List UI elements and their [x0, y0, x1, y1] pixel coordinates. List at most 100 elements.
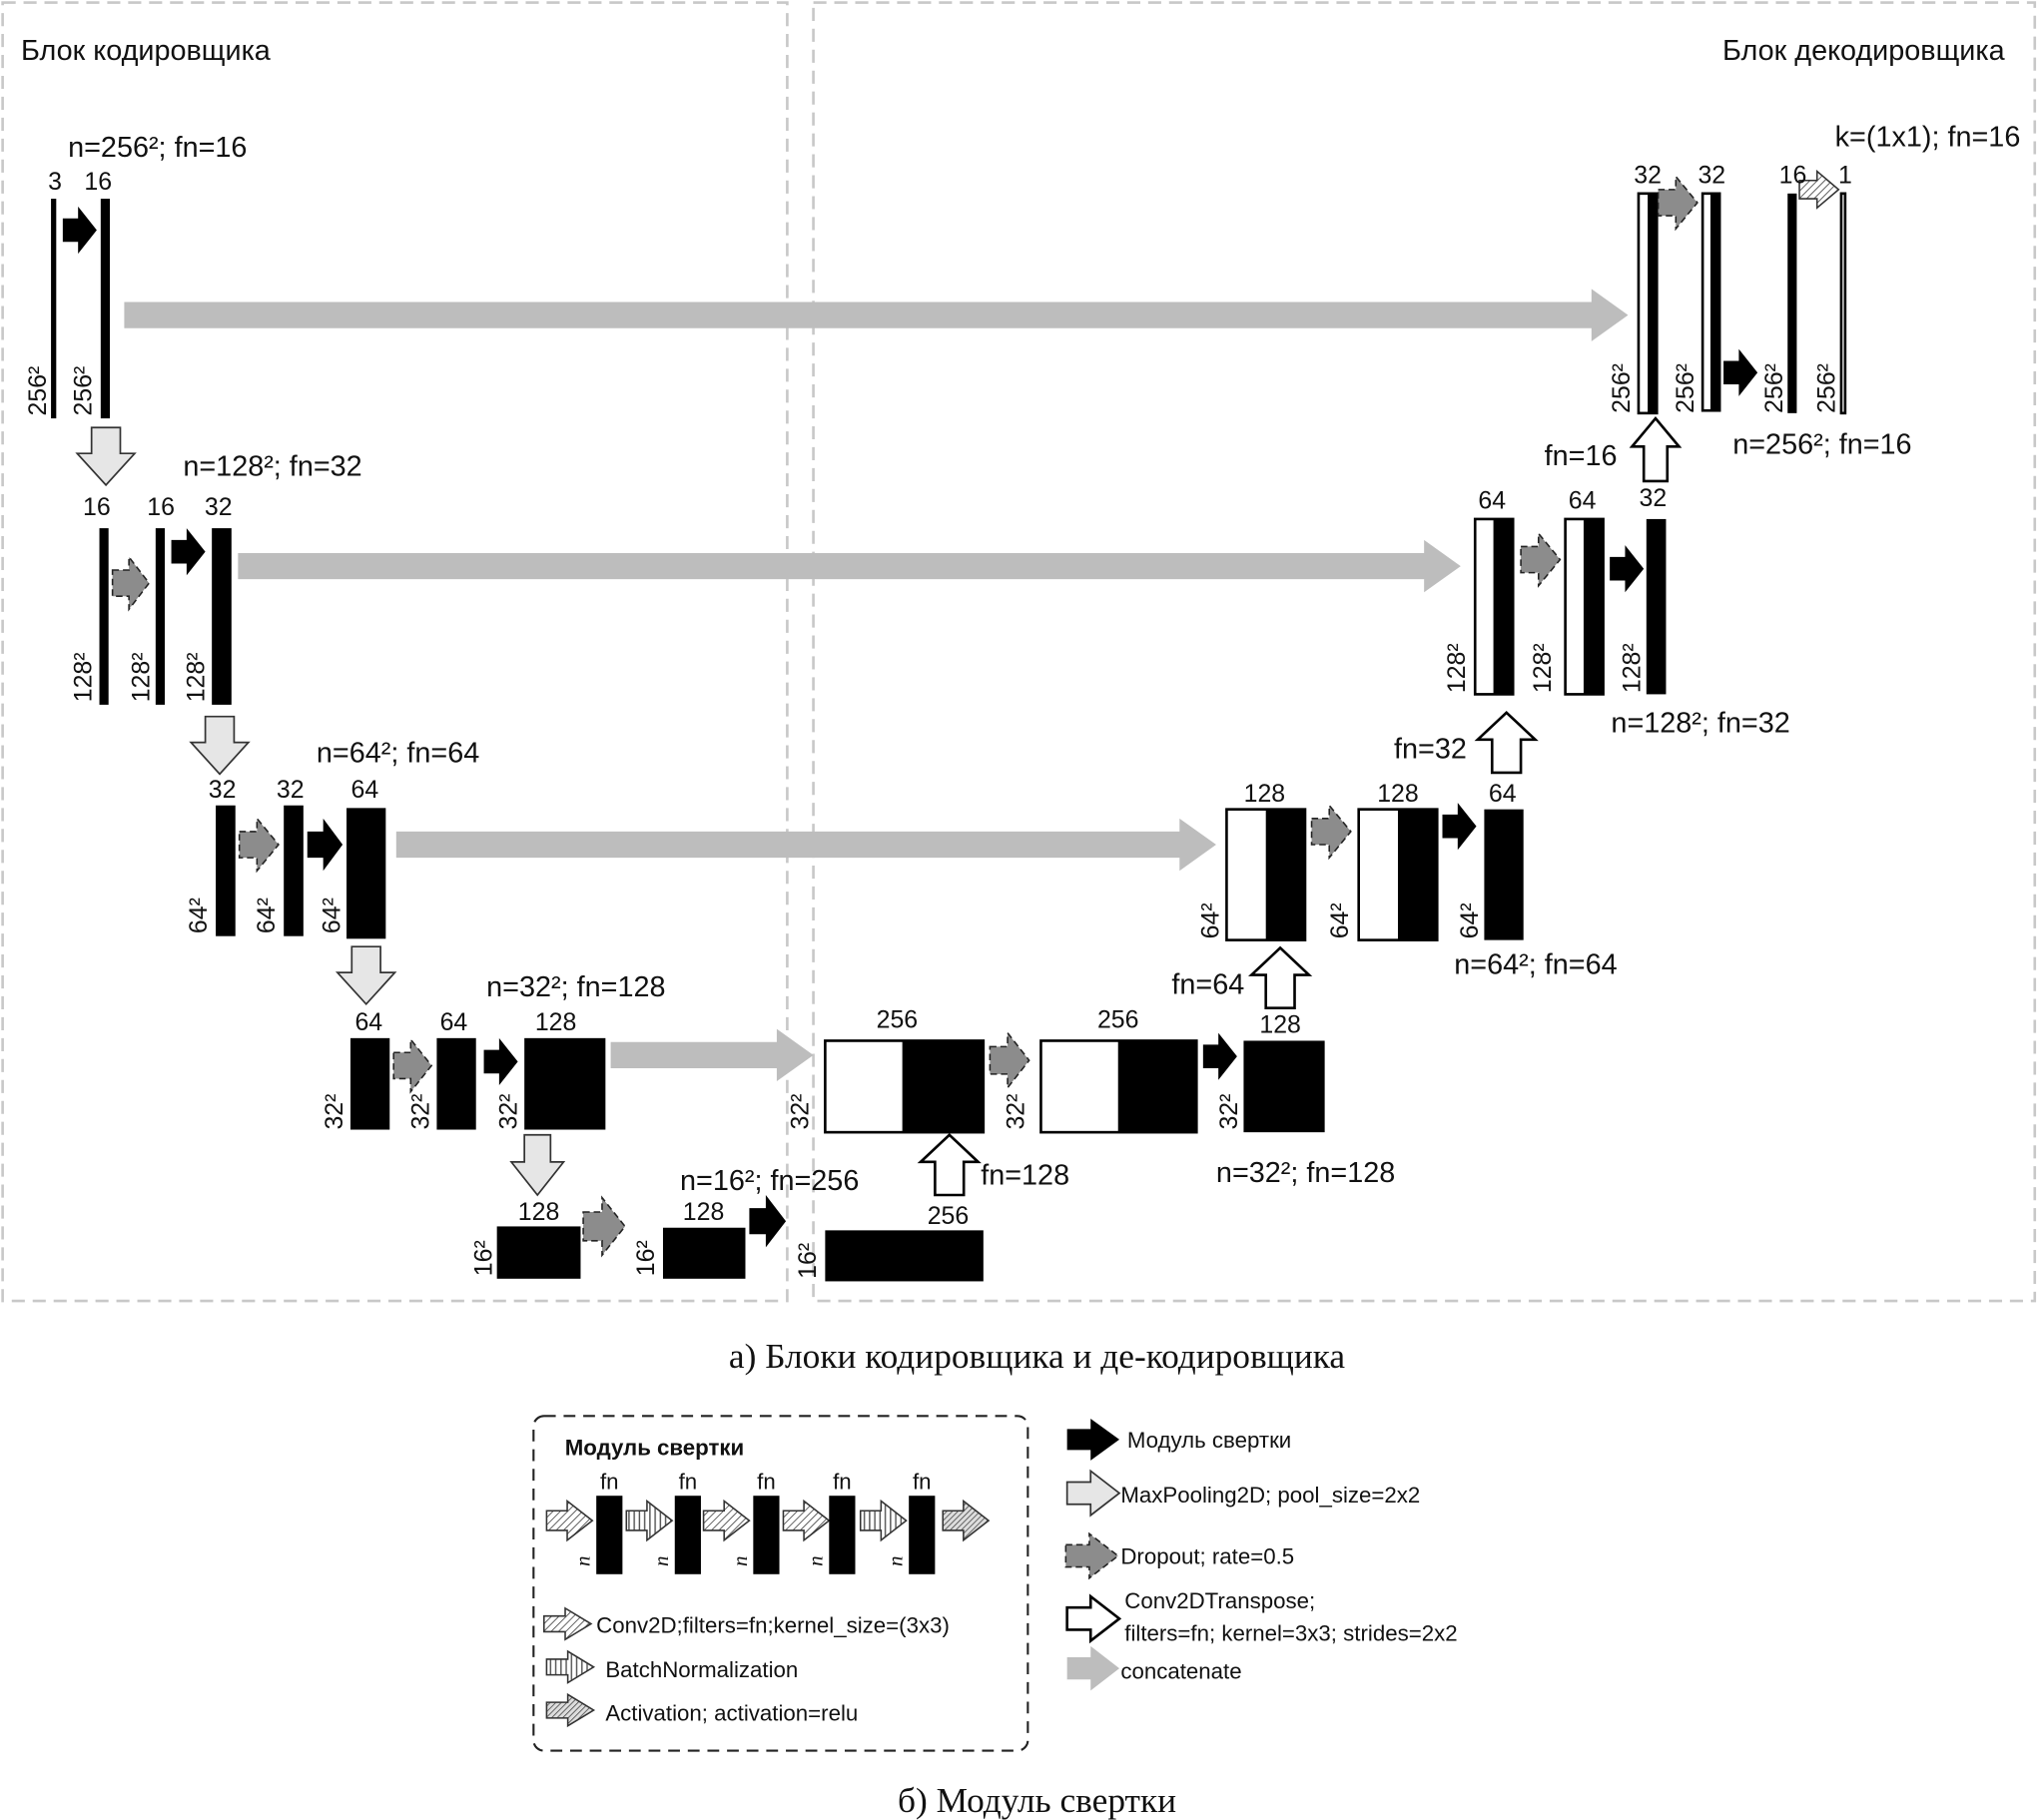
concatenate-arrow-level2 [238, 539, 1461, 593]
activation-arrow-icon [942, 1499, 991, 1542]
enc2-block3-channels: 32 [205, 493, 233, 521]
enc1-block2-size: 256² [70, 366, 98, 416]
enc2-block1-channels: 16 [83, 493, 111, 521]
dec1-concat-block-black-part [1648, 193, 1658, 413]
dec1-block2-size: 256² [1672, 363, 1700, 413]
legend-item-conv2dtranspose-line2: filters=fn; kernel=3x3; strides=2x2 [1124, 1621, 1457, 1646]
dec1-block1-channels: 32 [1634, 161, 1662, 189]
dec1-block1-size: 256² [1608, 363, 1636, 413]
legend-item-conv2dtranspose-line1: Conv2DTranspose; [1124, 1588, 1315, 1613]
enc4-block3-size: 32² [494, 1094, 522, 1130]
conv-module-arrow-icon [749, 1194, 787, 1248]
decoder-level-4-title: n=32²; fn=128 [1216, 1157, 1395, 1189]
enc4-block2-channels: 64 [440, 1008, 468, 1036]
upconv-label-16: fn=16 [1545, 440, 1618, 472]
maxpool-arrow-icon [509, 1133, 566, 1197]
final-output-block [1839, 192, 1847, 415]
enc2-block3-size: 128² [182, 652, 210, 702]
conv-module-arrow-icon [483, 1037, 518, 1085]
diagram-geometry [51, 169, 1847, 1728]
conv-module-arrow-icon [62, 206, 97, 255]
decoder-panel-title: Блок декодировщика [1722, 35, 2006, 67]
upconv-label-32: fn=32 [1394, 734, 1467, 766]
dec2-block1-size: 128² [1443, 643, 1471, 693]
enc5-block2 [662, 1227, 746, 1279]
enc5-block2-channels: 128 [683, 1198, 725, 1226]
dec1-block3-channels: 16 [1779, 161, 1807, 189]
dec2-block1-channels: 64 [1478, 486, 1506, 514]
dec3-block1-channels: 128 [1244, 780, 1286, 808]
conv-module-block-n-label: n [571, 1555, 595, 1565]
legend-item-dropout: Dropout; rate=0.5 [1120, 1543, 1294, 1568]
dec4-concat-block-black-part [902, 1040, 984, 1133]
decoder-panel [812, 1, 2037, 1303]
encoder-panel [1, 1, 789, 1303]
enc3-block3-size: 64² [319, 898, 346, 933]
conv-module-arrow-icon [1723, 348, 1758, 396]
encoder-level-3-title: n=64²; fn=64 [317, 738, 479, 770]
decoder-level-2-title: n=128²; fn=32 [1611, 707, 1789, 739]
dec3-conv-block-black-part [1397, 809, 1438, 940]
enc4-block3 [524, 1037, 606, 1130]
conv-module-block-2 [674, 1496, 701, 1574]
conv-module-title: Модуль свертки [565, 1436, 744, 1461]
conv2d-arrow-icon [545, 1499, 594, 1542]
dec1-out-block [1787, 193, 1797, 413]
conv-module-arrow-icon [1066, 1418, 1120, 1461]
conv-module-block-fn-label: fn [913, 1470, 932, 1495]
concatenate-arrow-level1 [124, 289, 1629, 341]
enc1-block1-channels: 3 [48, 168, 62, 196]
decoder-level-1-title: n=256²; fn=16 [1732, 428, 1911, 460]
conv-module-item-activation: Activation; activation=relu [605, 1700, 858, 1725]
dec1-block2-channels: 32 [1698, 161, 1725, 189]
activation-arrow-icon [782, 1499, 831, 1542]
enc4-block1-size: 32² [321, 1094, 348, 1130]
dropout-arrow-icon [582, 1195, 627, 1258]
dec2-out-block [1646, 518, 1667, 695]
enc3-block3-channels: 64 [351, 776, 379, 804]
batchnorm-arrow-icon [859, 1499, 908, 1542]
dec1-block3-size: 256² [1760, 363, 1788, 413]
conv-module-item-batchnorm: BatchNormalization [605, 1657, 798, 1682]
enc2-block3 [212, 528, 232, 705]
conv-module-block-n-label: n [728, 1555, 752, 1565]
dec2-block2-channels: 64 [1569, 486, 1597, 514]
conv-module-block-fn-label: fn [833, 1470, 852, 1495]
conv1x1-arrow-icon [1798, 169, 1840, 210]
conv-module-block-fn-label: fn [600, 1470, 619, 1495]
enc1-block2-channels: 16 [84, 168, 112, 196]
dec3-block1-size: 64² [1197, 903, 1225, 938]
enc3-block2-size: 64² [253, 898, 281, 933]
dropout-arrow-icon [1064, 1531, 1120, 1580]
enc2-block2-channels: 16 [147, 493, 175, 521]
conv-module-block-n-label: n [884, 1555, 908, 1565]
enc3-block1 [216, 805, 236, 936]
dec3-concat-block-black-part [1265, 809, 1305, 940]
dec4-out-block [1243, 1040, 1325, 1133]
maxpool-arrow-icon [1065, 1469, 1121, 1517]
dec4-block3-size: 32² [1215, 1094, 1243, 1130]
encoder-level-5-title: n=16²; fn=256 [680, 1165, 859, 1197]
caption-b: б) Модуль свертки [898, 1780, 1176, 1820]
bottleneck-channels: 256 [928, 1202, 970, 1230]
activation-arrow-icon [545, 1692, 596, 1728]
batchnorm-arrow-icon [625, 1499, 674, 1542]
enc2-block1-size: 128² [70, 652, 98, 702]
legend-item-concatenate: concatenate [1120, 1659, 1241, 1684]
enc2-block2 [155, 528, 166, 705]
conv-module-block-1 [596, 1496, 623, 1574]
legend-item-conv-module: Модуль свертки [1127, 1428, 1291, 1453]
conv-module-arrow-icon [1442, 803, 1477, 851]
caption-a: а) Блоки кодировщика и де-кодировщика [729, 1336, 1346, 1376]
enc3-block2-channels: 32 [277, 776, 305, 804]
conv-module-arrow-icon [1202, 1032, 1237, 1080]
encoder-level-2-title: n=128²; fn=32 [183, 451, 361, 483]
dec1-block4-channels: 1 [1838, 161, 1852, 189]
encoder-level-1-title: n=256²; fn=16 [68, 132, 247, 164]
dec4-block1-channels: 256 [877, 1005, 919, 1033]
dropout-arrow-icon [238, 816, 280, 874]
dec3-out-block [1484, 809, 1524, 940]
dec4-block3-channels: 128 [1259, 1011, 1301, 1039]
dec2-block3-channels: 32 [1640, 484, 1668, 512]
